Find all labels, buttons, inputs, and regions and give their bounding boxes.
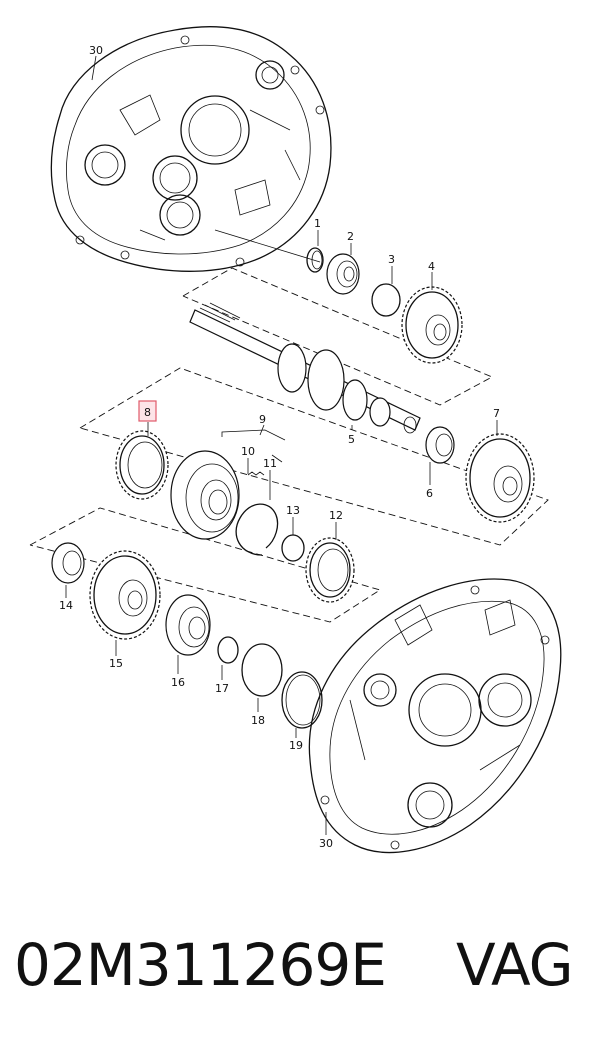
brand-name: VAG: [456, 931, 574, 999]
part-5-shaft: [189, 302, 421, 434]
part-11-spring-ring: [235, 503, 279, 556]
part-10-spring: [247, 471, 265, 476]
callout-6: 6: [426, 487, 433, 500]
part-9-synchro-hub: [170, 429, 286, 540]
part-17-circlip: [217, 636, 239, 664]
callout-1: 1: [314, 217, 321, 230]
part-2-bearing: [326, 253, 360, 295]
callout-14: 14: [59, 599, 73, 612]
callout-17: 17: [215, 682, 229, 695]
callout-10: 10: [241, 445, 255, 458]
part-4-gear: [401, 286, 463, 364]
part-15-gear: [89, 550, 161, 640]
lower-frame: [29, 507, 382, 623]
callout-8-highlight: [138, 400, 157, 422]
upper-frame: [182, 267, 494, 406]
leader-lines: [65, 230, 498, 738]
part-13-ring: [281, 534, 305, 562]
callout-5: 5: [348, 433, 355, 446]
callout-11: 11: [263, 457, 277, 470]
part-7-gear: [465, 433, 535, 523]
part-12-synchro-ring: [305, 537, 355, 603]
exploded-parts-diagram: 1 2 3 4 5 6 7 8 9 10 11 12 13 14 15 16 1…: [29, 26, 562, 854]
part-6-needle-bearing: [425, 426, 455, 464]
callout-4: 4: [428, 260, 435, 273]
callout-7: 7: [493, 407, 500, 420]
middle-frame: [79, 367, 549, 546]
part-1-circlip: [306, 247, 324, 273]
callout-16: 16: [171, 676, 185, 689]
part-19-o-ring: [281, 671, 323, 729]
part-number: 02M311269E: [14, 931, 387, 999]
upper-housing: [50, 26, 332, 272]
callout-30-bottom: 30: [319, 837, 333, 850]
callout-30-top: 30: [89, 44, 103, 57]
part-18-ring: [241, 643, 283, 697]
lower-housing: [308, 578, 562, 854]
part-number-footer: 02M311269E VAG: [0, 920, 600, 1010]
callout-12: 12: [329, 509, 343, 522]
callout-labels: 1 2 3 4 5 6 7 8 9 10 11 12 13 14 15 16 1…: [59, 44, 500, 850]
callout-13: 13: [286, 504, 300, 517]
part-16-bearing: [165, 594, 211, 656]
callout-18: 18: [251, 714, 265, 727]
callout-2: 2: [347, 230, 354, 243]
callout-19: 19: [289, 739, 303, 752]
callout-9: 9: [259, 413, 266, 426]
callout-3: 3: [388, 253, 395, 266]
part-8-synchro-ring: [115, 430, 169, 500]
part-14-needle-bearing: [51, 542, 85, 584]
callout-15: 15: [109, 657, 123, 670]
part-3-snap-ring: [371, 283, 401, 317]
callout-8: 8: [144, 406, 151, 419]
